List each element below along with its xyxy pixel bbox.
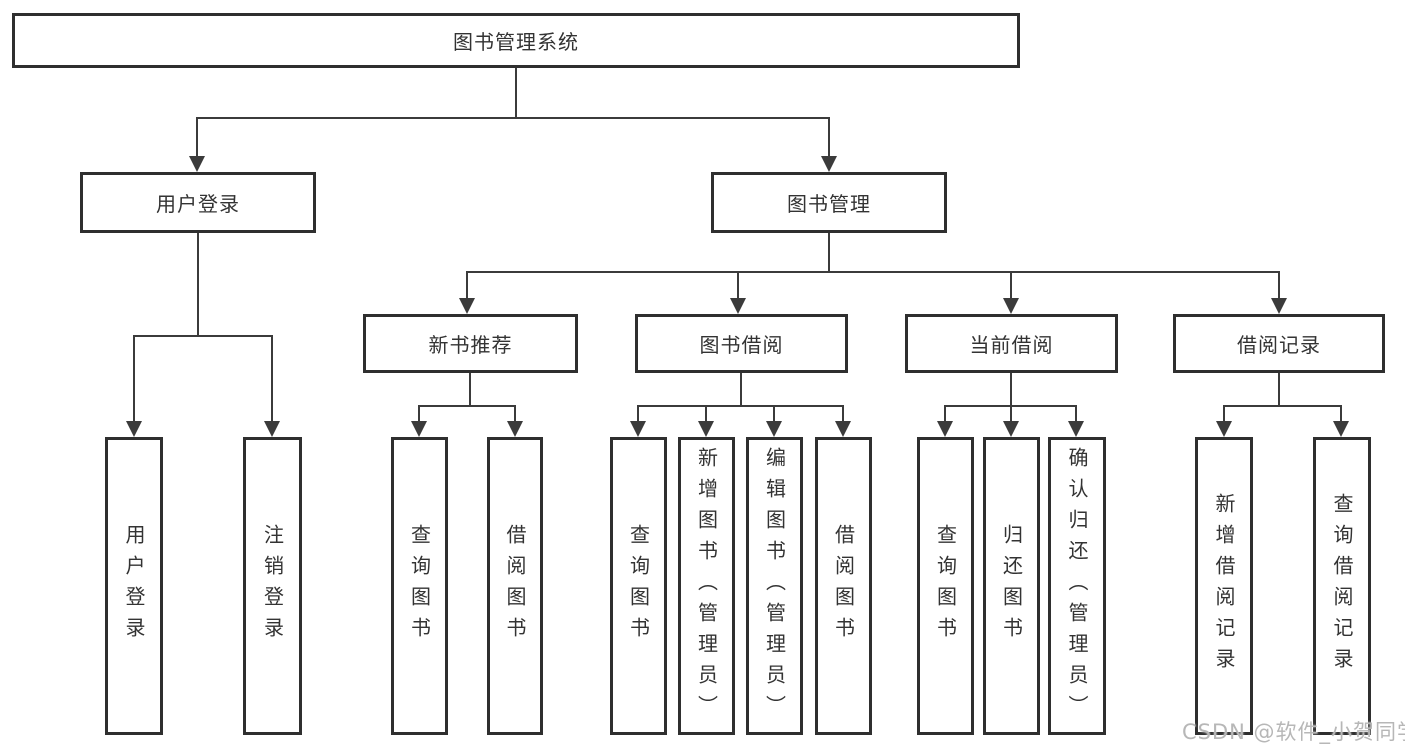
connector-bookmgmt-branch: [466, 271, 1280, 273]
connector-drop: [1340, 405, 1342, 421]
connector-group4-branch: [1223, 405, 1342, 407]
arrow-down-icon: [730, 298, 746, 314]
connector-drop-book-mgmt: [828, 117, 830, 159]
arrow-down-icon: [630, 421, 646, 437]
arrow-down-icon: [459, 298, 475, 314]
watermark: CSDN @软件_小贺同学: [1182, 720, 1405, 744]
arrow-down-icon: [189, 156, 205, 172]
arrow-down-icon: [1216, 421, 1232, 437]
node-user-login: 用户登录: [80, 172, 316, 233]
connector-drop-user-login: [196, 117, 198, 159]
connector-drop: [944, 405, 946, 421]
arrow-down-icon: [835, 421, 851, 437]
leaf-return-books: 归还图书: [983, 437, 1040, 735]
leaf-query-books-3: 查询图书: [917, 437, 974, 735]
connector-drop: [1010, 405, 1012, 421]
node-borrowing-records: 借阅记录: [1173, 314, 1385, 373]
arrow-down-icon: [1003, 298, 1019, 314]
connector-root-stem: [515, 68, 517, 119]
leaf-query-borrow-record: 查询借阅记录: [1313, 437, 1371, 735]
connector-drop-book-borrow: [737, 271, 739, 299]
leaf-query-books-2: 查询图书: [610, 437, 667, 735]
connector-group1-branch: [418, 405, 516, 407]
connector-root-branch: [197, 117, 830, 119]
connector-drop-borrow-records: [1278, 271, 1280, 299]
node-book-management: 图书管理: [711, 172, 947, 233]
connector-group4-stem: [1278, 373, 1280, 407]
connector-group3-stem: [1010, 373, 1012, 407]
connector-drop: [637, 405, 639, 421]
arrow-down-icon: [411, 421, 427, 437]
connector-drop: [705, 405, 707, 421]
connector-bookmgmt-stem: [828, 233, 830, 273]
node-root: 图书管理系统: [12, 13, 1020, 68]
arrow-down-icon: [1271, 298, 1287, 314]
arrow-down-icon: [937, 421, 953, 437]
connector-drop: [1075, 405, 1077, 421]
node-current-borrowing: 当前借阅: [905, 314, 1118, 373]
connector-drop: [842, 405, 844, 421]
connector-drop-login-leaf: [133, 335, 135, 421]
connector-drop: [1223, 405, 1225, 421]
connector-drop: [514, 405, 516, 421]
connector-drop-logout-leaf: [271, 335, 273, 421]
arrow-down-icon: [1068, 421, 1084, 437]
connector-group2-branch: [637, 405, 844, 407]
leaf-user-login: 用户登录: [105, 437, 163, 735]
connector-drop-current-borrow: [1010, 271, 1012, 299]
connector-userlogin-stem: [197, 233, 199, 337]
leaf-edit-books-admin: 编辑图书（管理员）: [746, 437, 803, 735]
leaf-query-books-1: 查询图书: [391, 437, 448, 735]
arrow-down-icon: [1333, 421, 1349, 437]
leaf-borrow-books-2: 借阅图书: [815, 437, 872, 735]
node-new-book-recommend: 新书推荐: [363, 314, 578, 373]
leaf-confirm-return-admin: 确认归还（管理员）: [1048, 437, 1106, 735]
arrow-down-icon: [1003, 421, 1019, 437]
arrow-down-icon: [264, 421, 280, 437]
connector-group1-stem: [469, 373, 471, 407]
connector-drop: [773, 405, 775, 421]
connector-userlogin-branch: [133, 335, 273, 337]
arrow-down-icon: [766, 421, 782, 437]
connector-drop: [418, 405, 420, 421]
connector-group2-stem: [740, 373, 742, 407]
node-book-borrowing: 图书借阅: [635, 314, 848, 373]
arrow-down-icon: [821, 156, 837, 172]
arrow-down-icon: [126, 421, 142, 437]
leaf-borrow-books-1: 借阅图书: [487, 437, 543, 735]
leaf-logout: 注销登录: [243, 437, 302, 735]
leaf-add-books-admin: 新增图书（管理员）: [678, 437, 735, 735]
arrow-down-icon: [507, 421, 523, 437]
connector-drop-new-books: [466, 271, 468, 299]
leaf-add-borrow-record: 新增借阅记录: [1195, 437, 1253, 735]
arrow-down-icon: [698, 421, 714, 437]
